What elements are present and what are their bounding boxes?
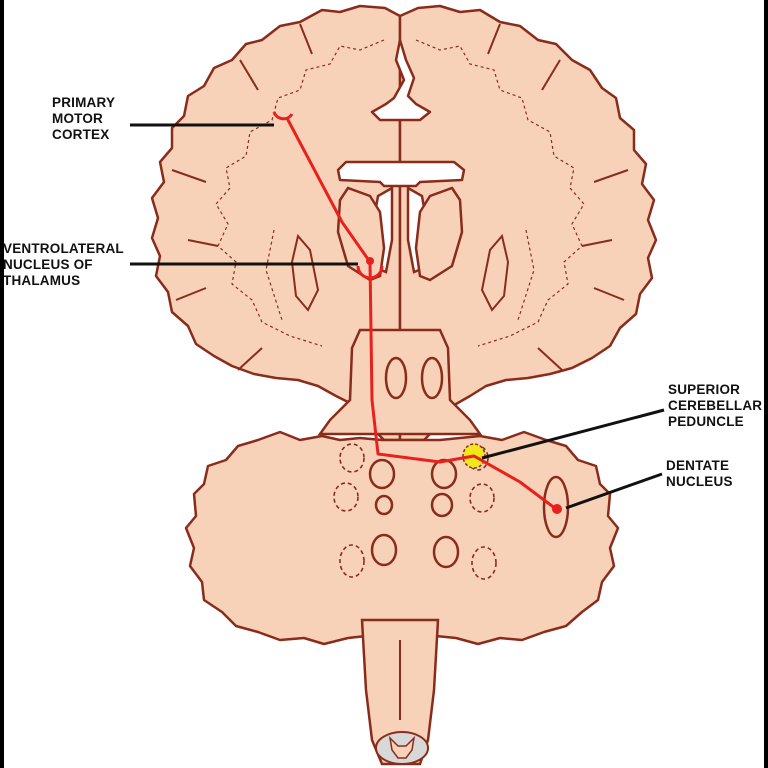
right-frame-border — [764, 0, 768, 768]
left-gray-white-boundary — [215, 39, 385, 347]
thalamus-terminal-arc — [356, 265, 384, 280]
left-sulci — [171, 23, 313, 371]
label-line: MOTOR — [52, 111, 103, 126]
thalamus-point — [366, 257, 374, 265]
label-line: SUPERIOR — [668, 382, 741, 397]
right-sulci — [487, 23, 629, 371]
leader-lines — [130, 123, 665, 510]
nucleus-oval — [374, 494, 394, 516]
nucleus-oval — [370, 533, 398, 567]
nucleus-oval — [430, 458, 458, 490]
cerebellum — [184, 430, 620, 646]
cortex-terminal-arc — [272, 111, 294, 121]
longitudinal-fissure — [370, 38, 432, 122]
label-line: THALAMUS — [3, 273, 81, 288]
right-cerebral-peduncle — [420, 356, 444, 400]
corpus-callosum — [336, 160, 466, 188]
nucleus-oval — [432, 535, 460, 569]
label-line: NUCLEUS — [666, 474, 733, 489]
label-line: PRIMARY — [52, 95, 116, 110]
label-line: CEREBELLAR — [668, 398, 763, 413]
label-line: NUCLEUS OF — [3, 257, 93, 272]
right-thalamus — [414, 186, 464, 282]
spinal-gray-matter — [388, 735, 416, 759]
left-frame-border — [0, 0, 4, 768]
label-primary-motor-cortex: PRIMARY MOTOR CORTEX — [52, 95, 115, 143]
nucleus-oval — [368, 458, 396, 490]
cerebellar-pathway-line — [286, 118, 558, 511]
internal-capsule-boundaries — [265, 229, 535, 321]
left-basal-ganglia — [290, 233, 320, 312]
right-gray-white-boundary — [415, 39, 585, 347]
right-hemisphere — [398, 4, 658, 442]
cerebrum — [150, 4, 658, 442]
label-line: DENTATE — [666, 458, 730, 473]
brainstem-cerebellum — [184, 328, 620, 766]
label-line: VENTROLATERAL — [3, 241, 124, 256]
pathway — [272, 111, 562, 514]
dentate-point — [552, 504, 562, 514]
label-superior-cerebellar-peduncle: SUPERIOR CEREBELLAR PEDUNCLE — [668, 382, 762, 430]
label-line: PEDUNCLE — [668, 414, 744, 429]
label-dentate-nucleus: DENTATE NUCLEUS — [666, 458, 733, 490]
left-hemisphere — [150, 4, 402, 442]
right-basal-ganglia — [480, 233, 510, 312]
leader-dentate-nucleus — [565, 472, 663, 510]
left-cerebral-peduncle — [384, 356, 408, 400]
label-line: CORTEX — [52, 127, 110, 142]
label-ventrolateral-nucleus: VENTROLATERAL NUCLEUS OF THALAMUS — [3, 241, 124, 289]
leader-superior-cerebellar-peduncle — [481, 408, 665, 460]
nucleus-oval — [430, 492, 454, 518]
